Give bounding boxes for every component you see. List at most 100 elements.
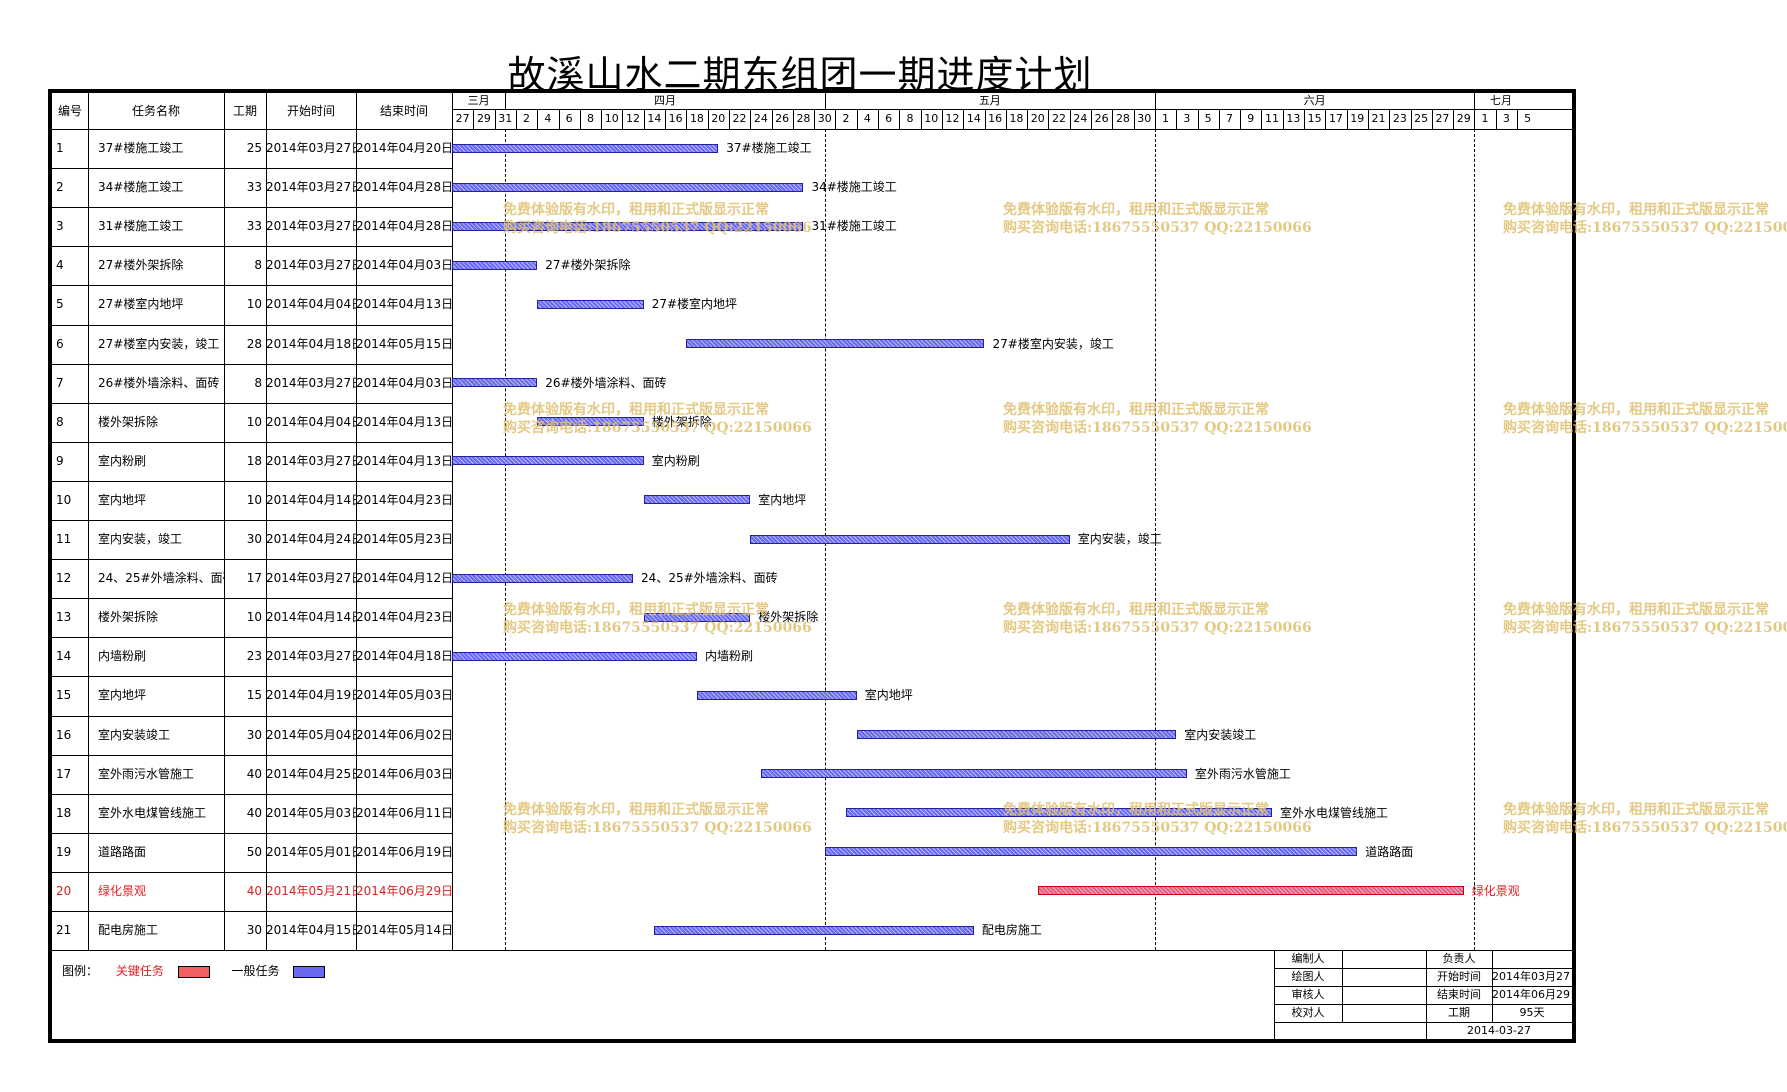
gantt-bar bbox=[643, 612, 751, 622]
info-duration-value: 95天 bbox=[1519, 1006, 1545, 1020]
task-start: 2014年04月15日 bbox=[266, 923, 356, 937]
row-line bbox=[52, 207, 452, 209]
day-divider bbox=[579, 109, 581, 129]
day-label: 24 bbox=[1073, 112, 1088, 125]
gantt-bar bbox=[452, 378, 538, 388]
month-1: 三月 bbox=[467, 94, 490, 107]
day-divider bbox=[941, 109, 943, 129]
task-name: 室内地坪 bbox=[98, 688, 147, 703]
day-divider bbox=[1346, 109, 1348, 129]
day-label: 25 bbox=[1414, 112, 1429, 125]
row-line bbox=[52, 363, 452, 365]
task-duration: 40 bbox=[246, 883, 262, 898]
day-divider bbox=[1389, 109, 1391, 129]
row-line bbox=[52, 793, 452, 795]
day-divider bbox=[1027, 109, 1029, 129]
day-label: 16 bbox=[988, 112, 1003, 125]
day-divider bbox=[728, 109, 730, 129]
table-bottom bbox=[52, 950, 1572, 952]
day-divider bbox=[814, 109, 816, 129]
task-start: 2014年04月04日 bbox=[266, 414, 356, 429]
day-label: 21 bbox=[1371, 112, 1386, 125]
gantt-bar-label: 室内安装，竣工 bbox=[1077, 532, 1162, 546]
task-duration: 8 bbox=[254, 375, 262, 390]
gantt-bar-label: 室内地坪 bbox=[864, 688, 913, 703]
month-divider bbox=[1154, 93, 1156, 109]
day-label: 14 bbox=[966, 112, 981, 125]
task-end: 2014年05月15日 bbox=[356, 336, 452, 351]
day-label: 26 bbox=[775, 112, 790, 125]
day-divider bbox=[622, 109, 624, 129]
day-label: 5 bbox=[1524, 112, 1532, 125]
task-end: 2014年04月13日 bbox=[356, 453, 452, 468]
day-label: 4 bbox=[863, 112, 871, 125]
task-id: 6 bbox=[56, 336, 64, 351]
day-divider bbox=[558, 109, 560, 129]
day-label: 2 bbox=[842, 112, 850, 125]
task-id: 11 bbox=[56, 532, 72, 546]
gantt-bar-label: 室内地坪 bbox=[758, 492, 807, 507]
task-name: 绿化景观 bbox=[98, 883, 147, 898]
task-end: 2014年06月19日 bbox=[356, 844, 452, 859]
day-divider bbox=[494, 109, 496, 129]
day-divider bbox=[1197, 109, 1199, 129]
day-label: 1 bbox=[1162, 112, 1170, 125]
day-label: 7 bbox=[1225, 112, 1233, 125]
day-divider bbox=[1069, 109, 1071, 129]
day-label: 9 bbox=[1247, 112, 1255, 125]
task-id: 12 bbox=[56, 571, 72, 586]
gantt-bar-label: 室内安装竣工 bbox=[1184, 727, 1257, 742]
info-row-line bbox=[1274, 1040, 1572, 1042]
gantt-bar bbox=[643, 495, 751, 505]
day-divider bbox=[1005, 109, 1007, 129]
task-name: 室内安装竣工 bbox=[98, 727, 171, 742]
day-divider bbox=[1325, 109, 1327, 129]
day-divider bbox=[899, 109, 901, 129]
day-divider bbox=[792, 109, 794, 129]
day-label: 31 bbox=[498, 112, 513, 125]
task-start: 2014年04月24日 bbox=[266, 532, 356, 546]
day-label: 14 bbox=[647, 112, 662, 125]
info-end-value: 2014年06月29日 bbox=[1492, 988, 1572, 1002]
task-start: 2014年03月27日 bbox=[266, 571, 356, 586]
gantt-bar bbox=[537, 417, 644, 427]
gantt-bar-label: 道路路面 bbox=[1365, 844, 1414, 859]
day-divider bbox=[1304, 109, 1305, 129]
task-end: 2014年06月02日 bbox=[356, 727, 452, 742]
info-col bbox=[1426, 950, 1427, 1041]
day-divider bbox=[1154, 109, 1156, 129]
day-label: 29 bbox=[476, 112, 491, 125]
info-row-line bbox=[1274, 1022, 1572, 1024]
task-name: 道路路面 bbox=[98, 844, 147, 859]
task-name: 26#楼外墙涂料、面砖 bbox=[98, 375, 220, 390]
header-end: 结束时间 bbox=[379, 104, 428, 118]
task-end: 2014年04月28日 bbox=[356, 219, 452, 234]
task-duration: 30 bbox=[246, 532, 262, 546]
day-divider bbox=[1091, 109, 1092, 129]
day-label: 26 bbox=[1094, 112, 1109, 125]
task-start: 2014年03月27日 bbox=[266, 649, 356, 664]
task-start: 2014年03月27日 bbox=[266, 258, 356, 273]
day-divider bbox=[1367, 109, 1369, 129]
month-guide bbox=[1474, 129, 1476, 951]
gantt-bar-label: 室外水电煤管线施工 bbox=[1280, 805, 1389, 820]
day-divider bbox=[771, 109, 773, 129]
task-duration: 50 bbox=[246, 844, 262, 859]
task-id: 4 bbox=[56, 258, 64, 273]
month-2: 四月 bbox=[654, 94, 676, 107]
task-name: 楼外架拆除 bbox=[98, 414, 159, 429]
day-label: 24 bbox=[753, 112, 768, 125]
task-start: 2014年05月03日 bbox=[266, 805, 356, 820]
day-divider bbox=[963, 109, 965, 129]
task-duration: 10 bbox=[246, 492, 262, 507]
task-id: 20 bbox=[56, 883, 72, 898]
day-label: 22 bbox=[732, 112, 747, 125]
legend-normal-label: 一般任务 bbox=[231, 964, 280, 978]
task-name: 室内安装，竣工 bbox=[98, 532, 183, 546]
row-line bbox=[52, 520, 452, 521]
day-label: 6 bbox=[565, 112, 573, 125]
day-label: 13 bbox=[1286, 112, 1301, 125]
gantt-bar bbox=[452, 456, 644, 466]
task-start: 2014年05月21日 bbox=[266, 883, 356, 898]
